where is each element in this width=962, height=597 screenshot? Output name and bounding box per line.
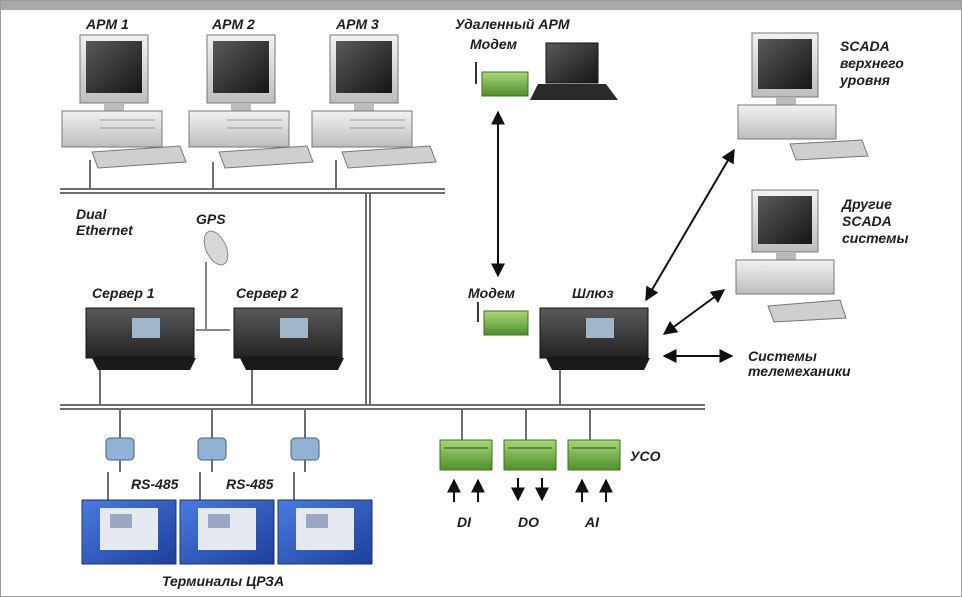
label-dual: Dual — [76, 206, 107, 222]
label-arm-1: АРМ 1 — [86, 16, 129, 32]
label-other-1: Другие — [842, 196, 892, 212]
remote-laptop — [530, 42, 618, 100]
protection-terminal-3 — [277, 499, 373, 565]
label-rs485-b: RS-485 — [226, 476, 274, 492]
label-uso: УСО — [630, 448, 661, 464]
label-terminals: Терминалы ЦРЗА — [162, 573, 285, 589]
bottom-ethernet-bus — [60, 404, 705, 410]
label-modem-top: Модем — [470, 36, 518, 52]
rs485-converter-1 — [105, 437, 135, 500]
gps-antenna — [196, 230, 230, 331]
label-modem-mid: Модем — [468, 285, 516, 301]
label-telemech-1: Системы — [748, 348, 817, 364]
workstation-arm-3 — [311, 34, 437, 169]
top-frame-bar — [0, 0, 962, 10]
io-module-do — [503, 439, 557, 471]
label-scada-top-2: верхнего — [840, 55, 904, 71]
label-gateway: Шлюз — [572, 285, 614, 301]
label-ethernet: Ethernet — [76, 222, 133, 238]
label-server-1: Сервер 1 — [92, 285, 155, 301]
other-scada-pc — [735, 189, 847, 323]
top-ethernet-bus — [60, 188, 445, 194]
gateway-server — [539, 307, 650, 370]
label-di: DI — [457, 514, 471, 530]
label-scada-top-3: уровня — [840, 72, 891, 88]
label-remote-arm: Удаленный АРМ — [455, 16, 570, 32]
label-gps: GPS — [196, 211, 226, 227]
label-arm-3: АРМ 3 — [336, 16, 379, 32]
bus-interconnect — [365, 193, 371, 405]
rs485-converter-2 — [197, 437, 227, 500]
workstation-drops — [89, 160, 337, 189]
label-do: DO — [518, 514, 539, 530]
io-module-di — [439, 439, 493, 471]
server-1 — [85, 307, 196, 370]
protection-terminal-2 — [179, 499, 275, 565]
label-scada-top-1: SCADA — [840, 38, 890, 54]
protection-terminal-1 — [81, 499, 177, 565]
label-other-3: системы — [842, 230, 909, 246]
label-server-2: Сервер 2 — [236, 285, 299, 301]
label-ai: AI — [585, 514, 599, 530]
scada-top-pc — [737, 32, 869, 161]
station-modem — [477, 302, 529, 336]
io-signal-arrows — [447, 478, 613, 502]
label-other-2: SCADA — [842, 213, 892, 229]
remote-modem — [475, 62, 529, 97]
bottom-drops — [99, 368, 591, 440]
label-arm-2: АРМ 2 — [212, 16, 255, 32]
label-telemech-2: телемеханики — [748, 363, 851, 379]
io-module-ai — [567, 439, 621, 471]
server-2 — [233, 307, 344, 370]
workstation-arm-2 — [188, 34, 314, 169]
link-arrows — [491, 110, 735, 363]
rs485-converter-3 — [290, 437, 320, 500]
label-rs485-a: RS-485 — [131, 476, 179, 492]
workstation-arm-1 — [61, 34, 187, 169]
